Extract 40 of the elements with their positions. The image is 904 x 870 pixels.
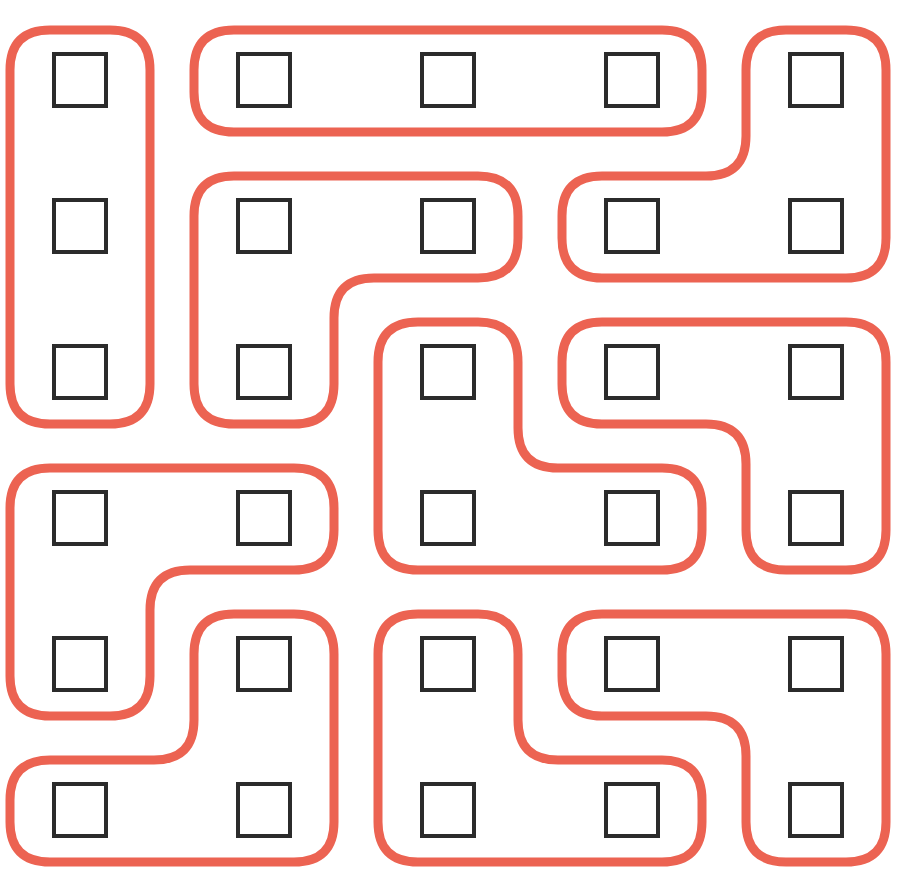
- square: [420, 344, 476, 400]
- square: [604, 782, 660, 838]
- square: [236, 52, 292, 108]
- group-outline: [372, 315, 708, 575]
- group-outline: [556, 23, 892, 283]
- square: [604, 198, 660, 254]
- square: [788, 782, 844, 838]
- square: [788, 636, 844, 692]
- group-outline: [188, 23, 708, 137]
- square: [604, 52, 660, 108]
- square: [236, 636, 292, 692]
- square: [52, 52, 108, 108]
- group-outline: [372, 607, 708, 867]
- square: [52, 198, 108, 254]
- square: [604, 636, 660, 692]
- square: [420, 198, 476, 254]
- square: [420, 636, 476, 692]
- group-outline: [188, 169, 524, 429]
- square: [236, 490, 292, 546]
- square: [52, 490, 108, 546]
- square: [420, 782, 476, 838]
- group-outline: [4, 23, 156, 429]
- square: [788, 490, 844, 546]
- square: [420, 490, 476, 546]
- square: [52, 636, 108, 692]
- group-outline: [556, 607, 892, 867]
- square: [236, 198, 292, 254]
- square: [788, 344, 844, 400]
- square: [52, 344, 108, 400]
- square: [604, 490, 660, 546]
- group-outline: [556, 315, 892, 575]
- square: [52, 782, 108, 838]
- square: [420, 52, 476, 108]
- square: [788, 52, 844, 108]
- square: [604, 344, 660, 400]
- square: [236, 782, 292, 838]
- square: [236, 344, 292, 400]
- square: [788, 198, 844, 254]
- group-outline: [4, 607, 340, 867]
- group-outline: [4, 461, 340, 721]
